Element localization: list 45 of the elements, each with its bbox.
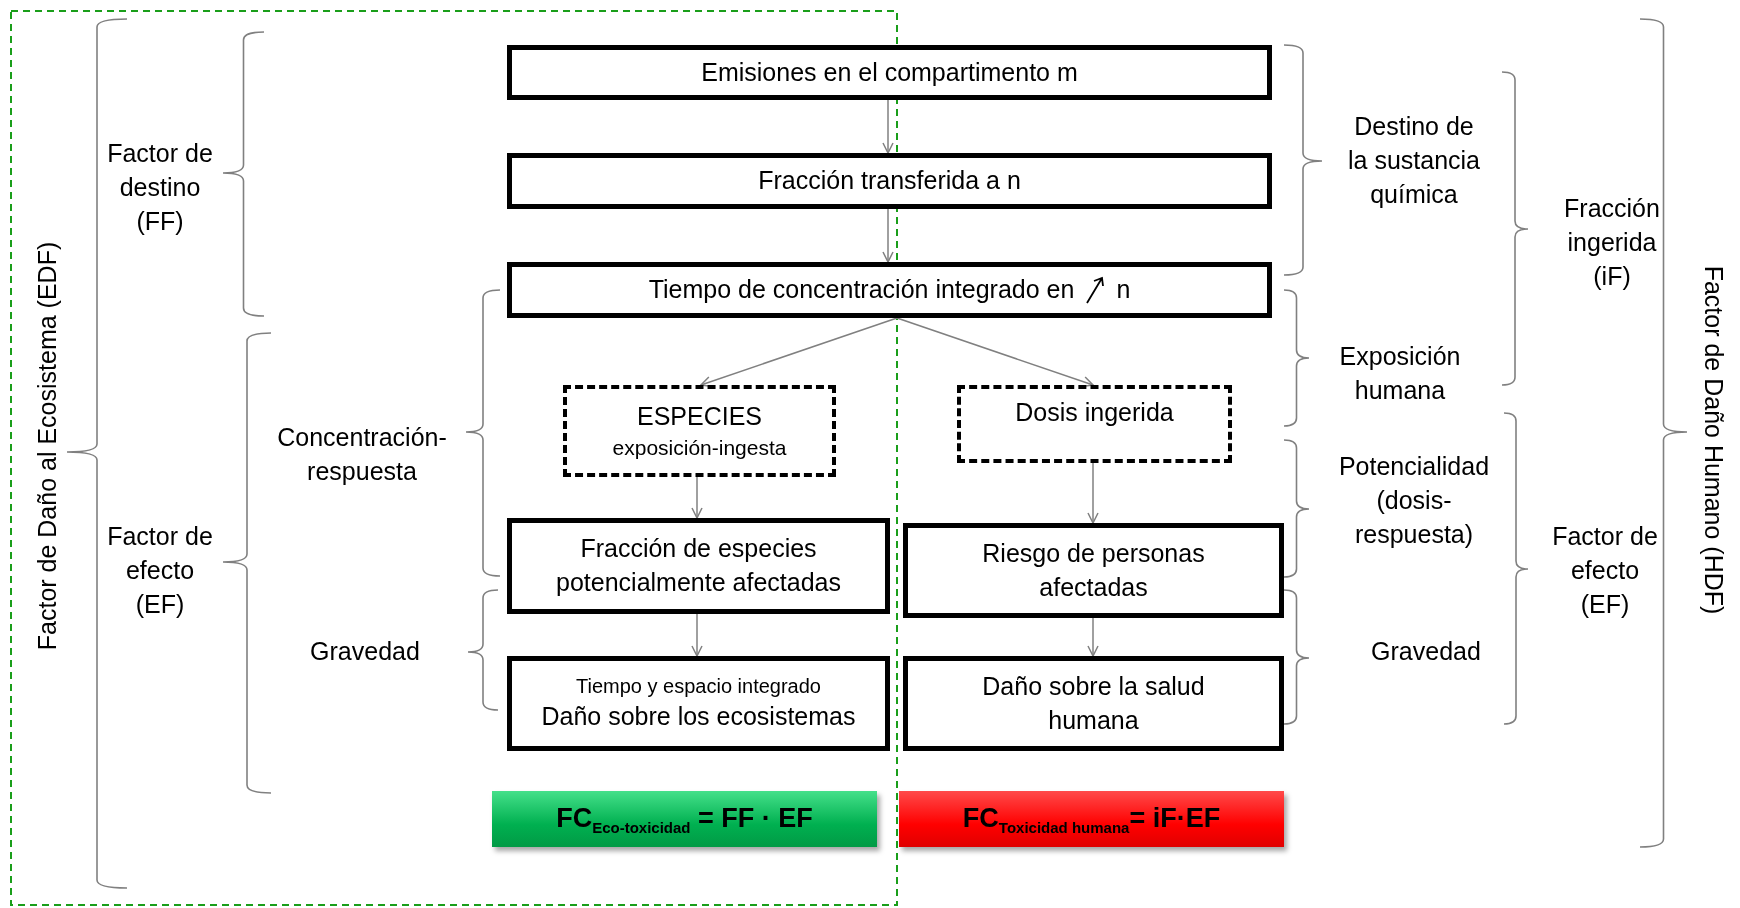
bracket-label: Factor de destino (FF) [106, 138, 214, 237]
box-text: Fracción de especies potencialmente afectadas [555, 533, 842, 598]
bracket-label: Factor de efecto (EF) [106, 521, 214, 620]
process-box [903, 523, 1284, 618]
box-text: Tiempo y espacio integrado [576, 674, 821, 700]
arrow [896, 317, 1094, 388]
arrow [882, 99, 894, 154]
process-box [903, 656, 1284, 751]
arrow [1087, 462, 1099, 524]
process-box [507, 518, 890, 614]
process-box [507, 262, 1272, 318]
process-box [507, 153, 1272, 209]
arrow [700, 317, 898, 388]
box-text: n [1116, 274, 1131, 306]
process-box [507, 656, 890, 751]
bracket-label: Potencialidad (dosis-respuesta) [1337, 451, 1491, 550]
vertical-label: Factor de Daño al Ecosistema (EDF) [32, 241, 63, 651]
arrow [1087, 617, 1099, 657]
box-text: Riesgo de personas afectadas [981, 537, 1206, 603]
bracket-label: Gravedad [310, 636, 420, 668]
box-text: exposición-ingesta [612, 434, 787, 461]
formula-text: FC$_{Eco-toxicidad}$ = FF · EF [556, 801, 813, 838]
bracket-label: Concentración-respuesta [276, 422, 448, 487]
arrow [691, 476, 703, 519]
bracket-label: Destino de la sustancia química [1347, 111, 1481, 210]
bracket-label: Exposición humana [1338, 341, 1462, 406]
bracket-label: Gravedad [1371, 636, 1481, 668]
process-box [507, 45, 1272, 100]
bracket-label: Fracción ingerida (iF) [1563, 193, 1661, 292]
dashed-box [957, 385, 1232, 463]
box-text: Dosis ingerida [1015, 397, 1174, 429]
formula-banner [899, 791, 1284, 847]
arrow [882, 208, 894, 263]
dashed-box [563, 385, 836, 477]
box-text: Tiempo de concentración integrado en [648, 274, 1075, 306]
arrow [691, 613, 703, 657]
box-text: ESPECIES [636, 400, 763, 432]
box-text: Emisiones en el compartimento m [701, 56, 1078, 88]
vertical-label: Factor de Daño Humano (HDF) [1698, 265, 1729, 615]
formula-text: FC$_{Toxicidad humana}$= iF·EF [962, 801, 1221, 838]
box-text: Daño sobre la salud humana [981, 670, 1206, 736]
box-text: Daño sobre los ecosistemas [541, 701, 856, 733]
formula-banner [492, 791, 877, 847]
box-text: Fracción transferida a n [758, 165, 1021, 197]
bracket-label: Factor de efecto (EF) [1551, 521, 1659, 620]
